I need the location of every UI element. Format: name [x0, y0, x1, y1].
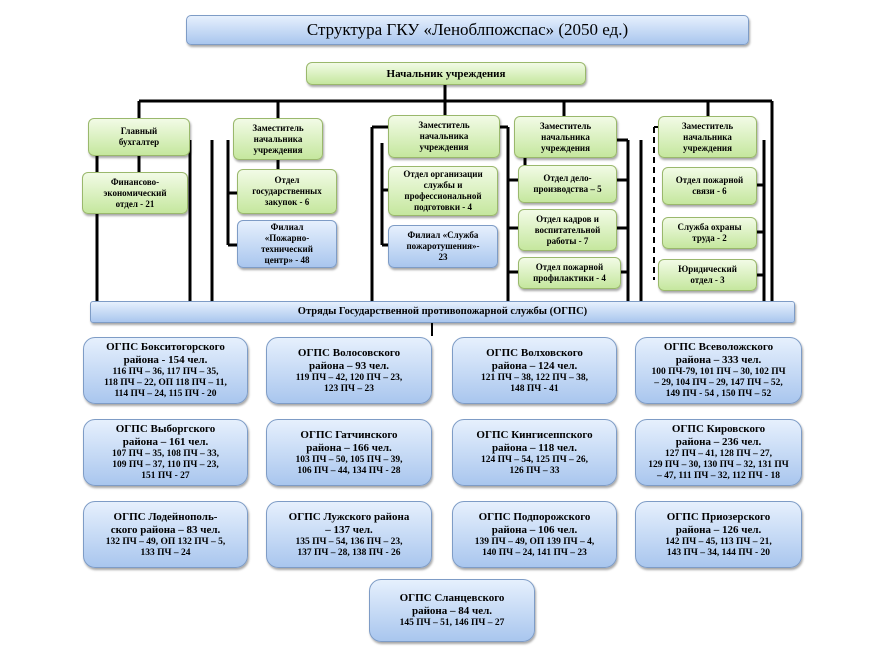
ogps-name: ОГПС Всеволожского района – 333 чел.	[663, 341, 774, 366]
ogps-detail: 116 ПЧ – 36, 117 ПЧ – 35, 118 ПЧ – 22, О…	[104, 367, 227, 399]
ogps-name: ОГПС Волховского района – 124 чел.	[486, 346, 583, 372]
ogps-name: ОГПС Волосовского района – 93 чел.	[297, 346, 401, 372]
ogps-box: ОГПС Гатчинского района – 166 чел. 103 П…	[266, 419, 432, 486]
comms-dept-box: Отдел пожарной связи - 6	[662, 167, 757, 205]
ogps-box: ОГПС Волосовского района – 93 чел. 119 П…	[266, 337, 432, 404]
ogps-detail: 127 ПЧ – 41, 128 ПЧ – 27, 129 ПЧ – 30, 1…	[648, 449, 789, 481]
legal-dept-box: Юридический отдел - 3	[658, 259, 757, 291]
deputy-4-box: Заместитель начальника учреждения	[658, 116, 757, 158]
ogps-detail: 124 ПЧ – 54, 125 ПЧ – 26, 126 ПЧ – 33	[480, 454, 589, 476]
ogps-bar: Отряды Государственной противопожарной с…	[90, 301, 795, 323]
ogps-name: ОГПС Подпорожского района – 106 чел.	[478, 510, 591, 536]
ogps-box: ОГПС Лодейнополь- ского района – 83 чел.…	[83, 501, 248, 568]
procurement-dept-box: Отдел государственных закупок - 6	[237, 169, 337, 214]
finance-dept-box: Финансово- экономический отдел - 21	[82, 172, 188, 214]
firefighting-branch-box: Филиал «Служба пожаротушения»- 23	[388, 225, 498, 268]
ogps-detail: 145 ПЧ – 51, 146 ПЧ – 27	[399, 618, 505, 628]
ogps-name: ОГПС Кингисеппского района – 118 чел.	[476, 428, 593, 454]
ogps-box: ОГПС Кировского района – 236 чел. 127 ПЧ…	[635, 419, 802, 486]
ogps-box: ОГПС Лужского района – 137 чел. 135 ПЧ –…	[266, 501, 432, 568]
ogps-name: ОГПС Гатчинского района – 166 чел.	[300, 428, 398, 454]
ogps-detail: 121 ПЧ – 38, 122 ПЧ – 38, 148 ПЧ - 41	[480, 372, 589, 394]
ogps-box: ОГПС Кингисеппского района – 118 чел. 12…	[452, 419, 617, 486]
ogps-name: ОГПС Приозерского района – 126 чел.	[666, 510, 771, 536]
chief-accountant-box: Главный бухгалтер	[88, 118, 190, 156]
safety-service-box: Служба охраны труда - 2	[662, 217, 757, 249]
head-box: Начальник учреждения	[306, 62, 586, 85]
ogps-box: ОГПС Волховского района – 124 чел. 121 П…	[452, 337, 617, 404]
ogps-name: ОГПС Выборгского района – 161 чел.	[115, 423, 216, 448]
ogps-detail: 100 ПЧ-79, 101 ПЧ – 30, 102 ПЧ – 29, 104…	[651, 367, 786, 399]
ogps-detail: 119 ПЧ – 42, 120 ПЧ – 23, 123 ПЧ – 23	[295, 372, 403, 394]
training-dept-box: Отдел организации службы и профессиональ…	[388, 166, 498, 216]
ogps-detail: 139 ПЧ – 49, ОП 139 ПЧ – 4, 140 ПЧ – 24,…	[474, 536, 595, 558]
ogps-name: ОГПС Кировского района – 236 чел.	[671, 423, 766, 448]
ogps-name: ОГПС Лужского района – 137 чел.	[288, 510, 410, 536]
deputy-3-box: Заместитель начальника учреждения	[514, 116, 617, 158]
ogps-detail: 107 ПЧ – 35, 108 ПЧ – 33, 109 ПЧ – 37, 1…	[111, 449, 220, 481]
ogps-box: ОГПС Подпорожского района – 106 чел. 139…	[452, 501, 617, 568]
ogps-detail: 135 ПЧ – 54, 136 ПЧ – 23, 137 ПЧ – 28, 1…	[295, 536, 403, 558]
ogps-detail: 103 ПЧ – 50, 105 ПЧ – 39, 106 ПЧ – 44, 1…	[295, 454, 403, 476]
ogps-box: ОГПС Сланцевского района – 84 чел. 145 П…	[369, 579, 535, 642]
personnel-dept-box: Отдел кадров и воспитательной работы - 7	[518, 209, 617, 251]
deputy-2-box: Заместитель начальника учреждения	[388, 115, 500, 158]
ogps-detail: 142 ПЧ – 45, 113 ПЧ – 21, 143 ПЧ – 34, 1…	[665, 536, 772, 558]
deputy-1-box: Заместитель начальника учреждения	[233, 118, 323, 160]
page-title: Структура ГКУ «Леноблпожспас» (2050 ед.)	[186, 15, 749, 45]
ogps-box: ОГПС Бокситогорского района - 154 чел. 1…	[83, 337, 248, 404]
ogps-box: ОГПС Приозерского района – 126 чел. 142 …	[635, 501, 802, 568]
ogps-box: ОГПС Всеволожского района – 333 чел. 100…	[635, 337, 802, 404]
ogps-detail: 132 ПЧ – 49, ОП 132 ПЧ – 5, 133 ПЧ – 24	[105, 536, 226, 558]
ogps-name: ОГПС Сланцевского района – 84 чел.	[399, 592, 505, 617]
ogps-name: ОГПС Лодейнополь- ского района – 83 чел.	[110, 510, 221, 536]
prevention-dept-box: Отдел пожарной профилактики - 4	[518, 257, 621, 289]
ogps-box: ОГПС Выборгского района – 161 чел. 107 П…	[83, 419, 248, 486]
ogps-name: ОГПС Бокситогорского района - 154 чел.	[106, 341, 225, 366]
fire-tech-branch-box: Филиал «Пожарно- технический центр» - 48	[237, 220, 337, 268]
records-dept-box: Отдел дело- производства – 5	[518, 165, 617, 203]
